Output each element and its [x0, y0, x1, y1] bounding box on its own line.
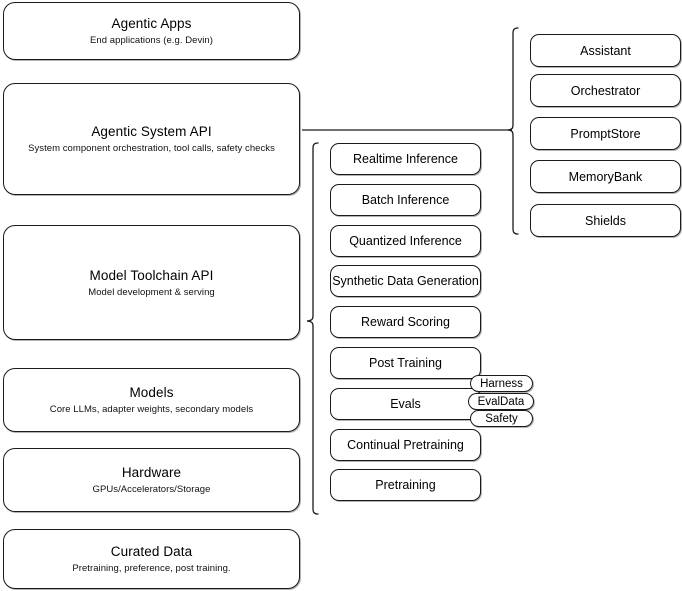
- component-memorybank[interactable]: MemoryBank: [530, 160, 681, 193]
- eval-pill-evaldata[interactable]: EvalData: [468, 393, 534, 410]
- capability-label: Evals: [390, 397, 421, 411]
- capability-synthetic-data-generation[interactable]: Synthetic Data Generation: [330, 265, 481, 297]
- eval-pill-harness[interactable]: Harness: [470, 375, 533, 392]
- capability-label: Batch Inference: [361, 193, 450, 207]
- component-assistant[interactable]: Assistant: [530, 34, 681, 67]
- capability-label: Post Training: [369, 356, 442, 370]
- eval-pill-safety[interactable]: Safety: [470, 410, 533, 427]
- layer-hardware[interactable]: Hardware GPUs/Accelerators/Storage: [3, 448, 300, 512]
- layer-title: Models: [129, 385, 174, 400]
- capability-pretraining[interactable]: Pretraining: [330, 469, 481, 501]
- layer-models[interactable]: Models Core LLMs, adapter weights, secon…: [3, 368, 300, 432]
- layer-model-toolchain-api[interactable]: Model Toolchain API Model development & …: [3, 225, 300, 340]
- capability-label: Synthetic Data Generation: [332, 274, 479, 288]
- component-label: MemoryBank: [568, 169, 643, 184]
- layer-curated-data[interactable]: Curated Data Pretraining, preference, po…: [3, 529, 300, 589]
- eval-pill-label: EvalData: [477, 395, 525, 408]
- layer-title: Agentic Apps: [111, 16, 192, 31]
- layer-subtitle: Model development & serving: [88, 286, 215, 298]
- layer-title: Agentic System API: [91, 124, 212, 139]
- component-label: Orchestrator: [570, 83, 641, 98]
- component-orchestrator[interactable]: Orchestrator: [530, 74, 681, 107]
- eval-pill-label: Harness: [480, 377, 523, 390]
- capability-post-training[interactable]: Post Training: [330, 347, 481, 379]
- layer-title: Hardware: [121, 465, 182, 480]
- component-label: Assistant: [580, 43, 631, 58]
- layer-title: Curated Data: [110, 544, 193, 559]
- layer-subtitle: GPUs/Accelerators/Storage: [92, 484, 211, 495]
- capability-reward-scoring[interactable]: Reward Scoring: [330, 306, 481, 338]
- layer-agentic-apps[interactable]: Agentic Apps End applications (e.g. Devi…: [3, 2, 300, 60]
- capability-batch-inference[interactable]: Batch Inference: [330, 184, 481, 216]
- capability-label: Continual Pretraining: [347, 438, 464, 452]
- capability-label: Reward Scoring: [361, 315, 450, 329]
- layer-subtitle: End applications (e.g. Devin): [90, 35, 213, 46]
- capability-realtime-inference[interactable]: Realtime Inference: [330, 143, 481, 175]
- component-label: PromptStore: [570, 126, 641, 141]
- capability-evals[interactable]: Evals: [330, 388, 481, 420]
- layer-subtitle: System component orchestration, tool cal…: [28, 143, 275, 154]
- layer-subtitle: Core LLMs, adapter weights, secondary mo…: [49, 404, 254, 415]
- eval-pill-label: Safety: [485, 412, 518, 425]
- layer-title: Model Toolchain API: [89, 267, 214, 283]
- component-shields[interactable]: Shields: [530, 204, 681, 237]
- capability-quantized-inference[interactable]: Quantized Inference: [330, 225, 481, 257]
- component-promptstore[interactable]: PromptStore: [530, 117, 681, 150]
- capability-label: Quantized Inference: [349, 234, 462, 248]
- capability-label: Pretraining: [375, 478, 436, 492]
- capability-continual-pretraining[interactable]: Continual Pretraining: [330, 429, 481, 461]
- layer-agentic-system-api[interactable]: Agentic System API System component orch…: [3, 83, 300, 195]
- component-label: Shields: [585, 213, 626, 228]
- layer-subtitle: Pretraining, preference, post training.: [72, 563, 231, 574]
- capability-label: Realtime Inference: [353, 152, 458, 166]
